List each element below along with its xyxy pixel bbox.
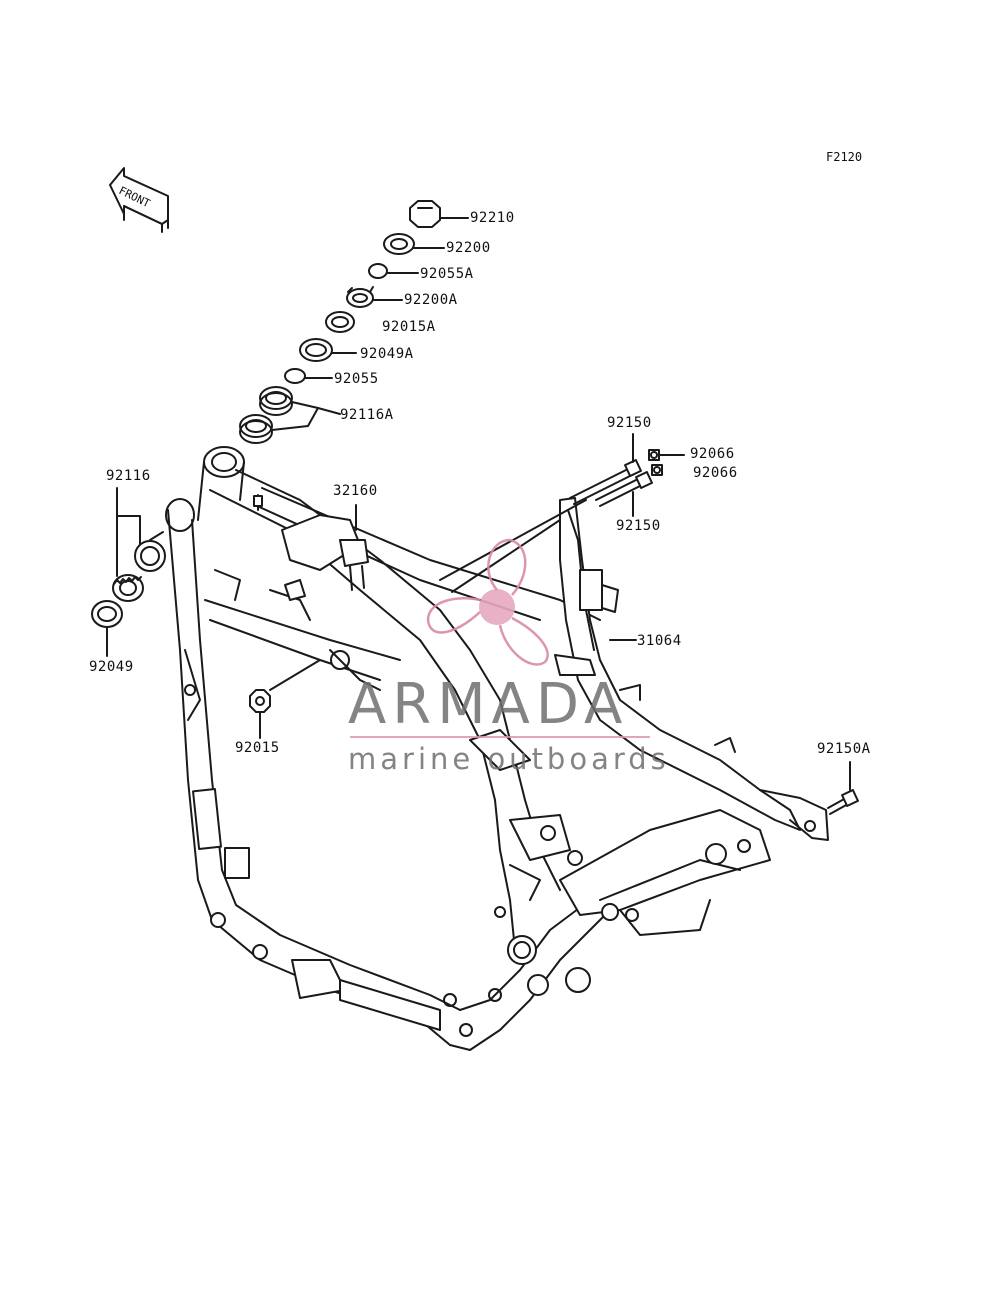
part-92049a-seal bbox=[299, 338, 333, 362]
part-92066-nut-a bbox=[648, 449, 660, 461]
label-92150-bottom: 92150 bbox=[616, 518, 661, 534]
part-92150-bolt-top bbox=[569, 459, 642, 505]
label-92066-b: 92066 bbox=[693, 465, 738, 481]
part-92116-bearing-inner bbox=[112, 574, 144, 602]
label-92015a: 92015A bbox=[382, 319, 436, 335]
steering-head bbox=[165, 446, 245, 532]
part-92116a-bearing-upper bbox=[259, 386, 293, 416]
watermark-title: ARMADA bbox=[348, 672, 629, 737]
part-92015a-nut bbox=[325, 311, 355, 333]
part-92116-bearing-outer bbox=[134, 540, 166, 572]
watermark-subtitle: marine outboards bbox=[348, 742, 670, 776]
front-arrow-icon bbox=[109, 167, 169, 233]
label-92200a: 92200A bbox=[404, 292, 458, 308]
label-92049: 92049 bbox=[89, 659, 134, 675]
part-92200a-lockwasher bbox=[346, 286, 374, 308]
label-32160: 32160 bbox=[333, 483, 378, 499]
part-92055-oring bbox=[284, 368, 306, 384]
label-92055a: 92055A bbox=[420, 266, 474, 282]
label-92055: 92055 bbox=[334, 371, 379, 387]
part-32160-bracket bbox=[253, 494, 369, 601]
armada-propeller-logo bbox=[426, 538, 549, 666]
label-92150-top: 92150 bbox=[607, 415, 652, 431]
label-92200: 92200 bbox=[446, 240, 491, 256]
label-92210: 92210 bbox=[470, 210, 515, 226]
figure-code: F2120 bbox=[826, 150, 863, 164]
part-92150a-bolt bbox=[827, 789, 859, 815]
part-31064-downtube bbox=[554, 497, 829, 841]
part-92210-nut bbox=[409, 200, 441, 228]
label-92015: 92015 bbox=[235, 740, 280, 756]
part-92049-seal bbox=[91, 600, 123, 628]
part-92055a-oring bbox=[368, 263, 388, 279]
label-92150a: 92150A bbox=[817, 741, 871, 757]
label-31064: 31064 bbox=[637, 633, 682, 649]
label-92116: 92116 bbox=[106, 468, 151, 484]
label-92066-a: 92066 bbox=[690, 446, 735, 462]
part-92015-nut bbox=[249, 689, 271, 713]
label-92116a: 92116A bbox=[340, 407, 394, 423]
part-92116a-bearing-lower bbox=[239, 414, 273, 444]
main-frame bbox=[167, 469, 771, 1051]
part-92066-nut-b bbox=[651, 464, 663, 476]
part-92150-bolt-bottom bbox=[595, 471, 653, 507]
label-92049a: 92049A bbox=[360, 346, 414, 362]
watermark-divider bbox=[350, 736, 650, 738]
part-92200-washer bbox=[383, 233, 415, 255]
